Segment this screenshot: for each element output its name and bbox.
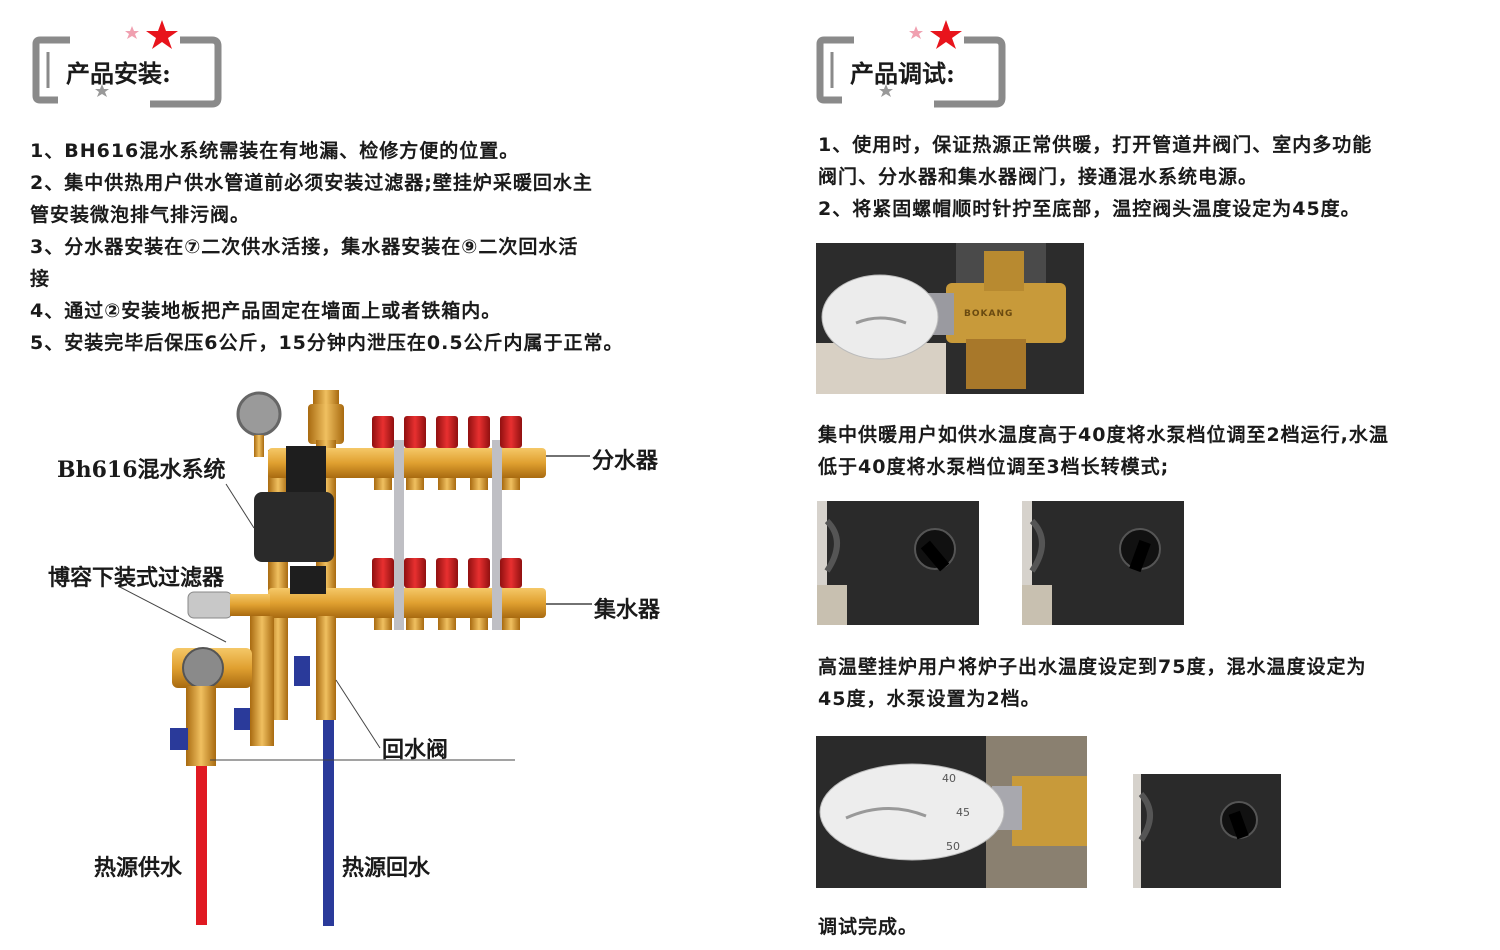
distributor-outlets <box>374 478 520 490</box>
install-line-4: 3、分水器安装在⑦二次供水活接，集水器安装在⑨二次回水活 <box>30 236 579 258</box>
blue-valve-handle <box>294 656 310 686</box>
air-vent <box>313 390 339 406</box>
install-line-6: 4、通过②安装地板把产品固定在墙面上或者铁箱内。 <box>30 300 502 322</box>
install-line-2: 2、集中供热用户供水管道前必须安装过滤器;壁挂炉采暖回水主 <box>30 172 593 194</box>
left-heading: 产品安装: <box>30 18 230 110</box>
red-valve-caps-bottom <box>372 558 522 588</box>
brass-valve-body <box>946 283 1066 343</box>
filter-cartridge <box>187 591 233 619</box>
boiler-line-1: 高温壁挂炉用户将炉子出水温度设定到75度，混水温度设定为 <box>818 656 1367 678</box>
debug-line-2: 阀门、分水器和集水器阀门，接通混水系统电源。 <box>818 166 1259 188</box>
pump-photo-3 <box>1133 774 1281 888</box>
mounting-bracket <box>394 440 404 630</box>
system-label: Bh616混水系统 <box>57 457 226 483</box>
collector-manifold <box>268 588 546 618</box>
collector-label: 集水器 <box>594 597 661 623</box>
left-heading-text: 产品安装: <box>66 59 171 88</box>
central-heating-line-1: 集中供暖用户如供水温度高于40度将水泵档位调至2档运行,水温 <box>818 424 1389 446</box>
pink-star-icon <box>125 26 139 39</box>
central-heating-line-2: 低于40度将水泵档位调至3档长转模式; <box>818 456 1170 478</box>
pump-photo-2 <box>1022 501 1184 625</box>
distributor-manifold <box>268 448 546 478</box>
pink-star-icon <box>909 26 923 39</box>
heading-frame <box>32 20 222 108</box>
return-pipe <box>323 680 334 926</box>
distributor-label: 分水器 <box>592 448 659 474</box>
red-star-icon <box>146 20 178 49</box>
mixing-system-diagram <box>117 390 592 926</box>
filter-label: 博容下装式过滤器 <box>48 565 225 591</box>
valve-mark-50: 50 <box>946 840 960 853</box>
valve-photo-2: 40 45 50 <box>816 736 1087 888</box>
red-valve-caps-top <box>372 416 522 448</box>
install-line-3: 管安装微泡排气排污阀。 <box>30 204 251 226</box>
return-label: 热源回水 <box>342 855 431 881</box>
pressure-gauge <box>236 391 282 437</box>
heading-frame <box>816 20 1006 108</box>
valve-mark-45: 45 <box>956 806 970 819</box>
valve-mark-40: 40 <box>942 772 956 785</box>
collector-outlets <box>374 618 520 630</box>
debug-complete: 调试完成。 <box>818 916 919 938</box>
supply-label: 热源供水 <box>94 855 183 881</box>
install-line-1: 1、BH616混水系统需装在有地漏、检修方便的位置。 <box>30 140 520 162</box>
debug-line-1: 1、使用时，保证热源正常供暖，打开管道井阀门、室内多功能 <box>818 134 1373 156</box>
return-valve-label: 回水阀 <box>382 737 449 763</box>
blue-valve-handle <box>170 728 188 750</box>
brass-valve-body <box>1012 776 1087 846</box>
right-heading: 产品调试: <box>814 18 1014 110</box>
pump-photo-1 <box>817 501 979 625</box>
brand-mark: BOKANG <box>964 309 1014 319</box>
red-star-icon <box>930 20 962 49</box>
blue-valve-handle <box>234 708 250 730</box>
circulation-pump <box>254 492 334 562</box>
boiler-line-2: 45度，水泵设置为2档。 <box>818 688 1041 710</box>
valve-photo-1: BOKANG <box>816 243 1084 394</box>
supply-pipe <box>196 765 207 925</box>
mounting-bracket <box>492 440 502 630</box>
debug-line-3: 2、将紧固螺帽顺时针拧至底部，温控阀头温度设定为45度。 <box>818 198 1361 220</box>
gray-star-icon <box>95 84 109 97</box>
install-line-7: 5、安装完毕后保压6公斤，15分钟内泄压在0.5公斤内属于正常。 <box>30 332 624 354</box>
right-heading-text: 产品调试: <box>850 59 955 88</box>
install-line-5: 接 <box>30 268 51 290</box>
gray-star-icon <box>879 84 893 97</box>
